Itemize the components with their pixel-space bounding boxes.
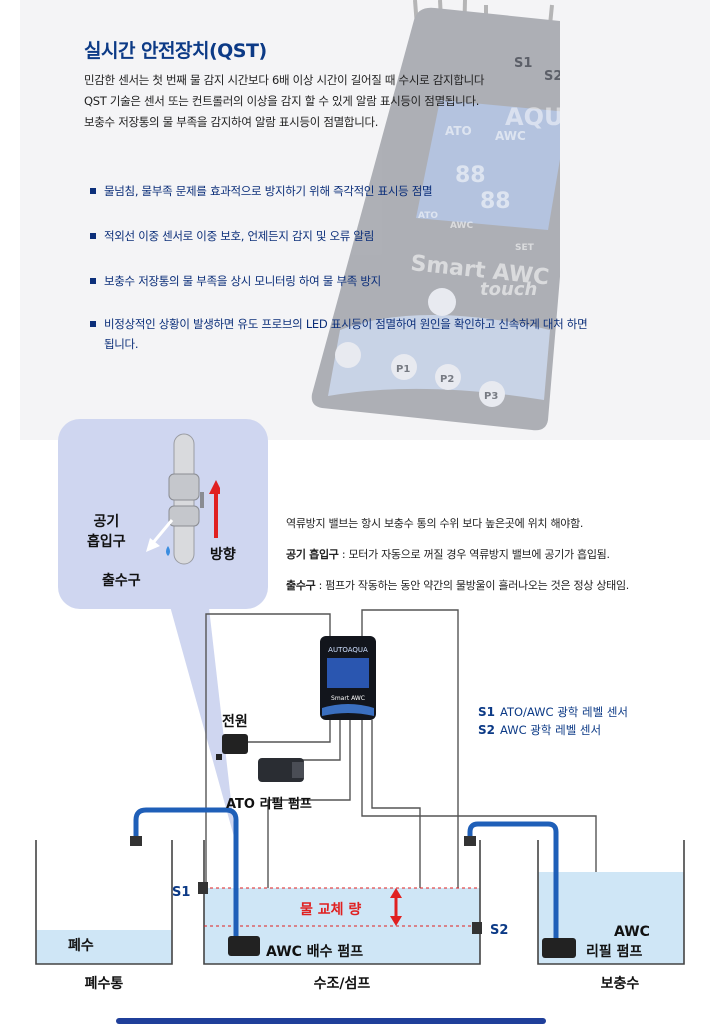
info-panel bbox=[20, 0, 710, 440]
water-drop-arrow-icon bbox=[146, 519, 174, 556]
device-brand: AQUA bbox=[505, 103, 560, 131]
intro-line-1: 민감한 센서는 첫 번째 물 감지 시간보다 6배 이상 시간이 길어질 때 수… bbox=[84, 73, 485, 87]
feature-bullet: 물넘침, 물부족 문제를 효과적으로 방지하기 위해 즉각적인 표시등 점멸 bbox=[90, 181, 433, 201]
bullet-marker bbox=[90, 321, 96, 327]
s1-legend-text: ATO/AWC 광학 레벨 센서 bbox=[500, 705, 628, 719]
awc-refill-label-line2: 리필 펌프 bbox=[586, 943, 643, 960]
s2-sensor-label: S2 bbox=[490, 923, 508, 938]
bullet-marker bbox=[90, 188, 96, 194]
controller-brand: AUTOAQUA bbox=[328, 646, 368, 654]
waste-tank-label: 폐수통 bbox=[85, 976, 124, 992]
device-digits-bottom: 88 bbox=[480, 189, 511, 214]
device-p1: P1 bbox=[396, 364, 410, 375]
drain-water-label: 폐수 bbox=[68, 938, 94, 954]
bullet-marker bbox=[90, 233, 96, 239]
intro-text: 민감한 센서는 첫 번째 물 감지 시간보다 6배 이상 시간이 길어질 때 수… bbox=[84, 70, 484, 133]
power-adapter-icon bbox=[216, 734, 248, 760]
check-valve-icon bbox=[464, 836, 476, 846]
s1-sensor-label: S1 bbox=[172, 885, 190, 900]
valve-callout bbox=[58, 419, 268, 609]
device-p2: P2 bbox=[440, 374, 454, 385]
s2-legend-text: AWC 광학 레벨 센서 bbox=[500, 723, 601, 737]
s1-sensor-icon bbox=[198, 882, 208, 894]
note-valve-position: 역류방지 밸브는 항시 보충수 통의 수위 보다 높은곳에 위치 해야함. bbox=[286, 517, 584, 530]
device-s1-label: S1 bbox=[514, 56, 532, 71]
awc-drain-pump-label: AWC 배수 펌프 bbox=[266, 943, 363, 960]
device-ato-label: ATO bbox=[445, 124, 472, 138]
s1-legend-code: S1 bbox=[478, 705, 495, 719]
system-diagram: AUTOAQUA Smart AWC bbox=[35, 609, 685, 1024]
s2-legend-code: S2 bbox=[478, 723, 495, 737]
feature-bullet: 비정상적인 상황이 발생하면 유도 프로브의 LED 표시등이 점멸하여 원인을… bbox=[90, 314, 588, 334]
outlet-label: 출수구 bbox=[102, 573, 141, 589]
direction-label: 방향 bbox=[210, 547, 236, 563]
ato-refill-pump-icon bbox=[258, 758, 304, 782]
waste-tank bbox=[35, 840, 173, 965]
check-valve-icon bbox=[168, 433, 220, 565]
ato-pump-label: ATO 리필 펌프 bbox=[226, 796, 312, 812]
device-btn-awc: AWC bbox=[450, 221, 473, 231]
note-outlet: 출수구 : 펌프가 작동하는 동안 약간의 물방울이 흘러나오는 것은 정상 상… bbox=[286, 579, 629, 592]
check-valve-icon bbox=[130, 836, 142, 846]
hose-lines bbox=[133, 807, 559, 943]
section-title: 실시간 안전장치(QST) bbox=[84, 40, 267, 62]
intro-line-3: 보충수 저장통의 물 부족을 감지하여 알람 표시등이 점멸합니다. bbox=[84, 115, 379, 129]
device-btn-set: SET bbox=[515, 243, 535, 253]
awc-drain-pump-icon bbox=[228, 936, 260, 956]
device-digits-top: 88 bbox=[455, 163, 486, 188]
water-change-arrow-icon bbox=[390, 888, 402, 926]
device-p3: P3 bbox=[484, 391, 498, 402]
controller-device: AUTOAQUA Smart AWC bbox=[320, 636, 376, 720]
intro-line-2: QST 기술은 센서 또는 컨트롤러의 이상을 감지 할 수 있게 알람 표시등… bbox=[84, 94, 480, 108]
power-label: 전원 bbox=[222, 713, 248, 730]
awc-refill-label-line1: AWC bbox=[614, 924, 650, 940]
feature-bullet: 적외선 이중 센서로 이중 보호, 언제든지 감지 및 오류 알림 bbox=[90, 226, 374, 246]
device-awc-label: AWC bbox=[495, 129, 526, 143]
device-s2-label: S2 bbox=[544, 69, 560, 84]
awc-refill-pump-icon bbox=[542, 938, 576, 958]
note-air-intake: 공기 흡입구 : 모터가 자동으로 꺼질 경우 역류방지 밸브에 공기가 흡입됨… bbox=[286, 548, 610, 561]
s2-sensor-icon bbox=[472, 922, 482, 934]
controller-device-image: S1 S2 AQUA ATO AWC 88 88 ATO AWC SET Sma… bbox=[311, 0, 560, 431]
feature-bullet: 보충수 저장통의 물 부족을 상시 모니터링 하여 물 부족 방지 bbox=[90, 271, 381, 291]
main-tank-label: 수조/섬프 bbox=[314, 976, 371, 992]
air-intake-label: 공기 흡입구 bbox=[87, 514, 126, 550]
refill-tank-label: 보충수 bbox=[601, 976, 640, 992]
device-touch: touch bbox=[480, 279, 537, 300]
controller-name: Smart AWC bbox=[331, 695, 365, 702]
bullet-marker bbox=[90, 278, 96, 284]
bottom-decor-bar bbox=[116, 1018, 546, 1024]
device-btn-ato: ATO bbox=[418, 211, 438, 221]
feature-bullet-continuation: 됩니다. bbox=[104, 337, 139, 351]
valve-callout-pointer bbox=[168, 599, 236, 844]
water-change-label: 물 교체 량 bbox=[300, 902, 361, 918]
